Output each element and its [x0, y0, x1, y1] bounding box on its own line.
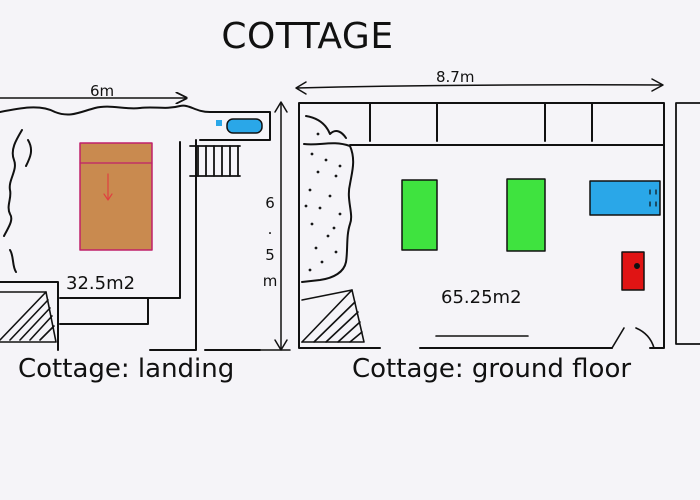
landing-plan	[0, 98, 291, 351]
ground-rough-wall	[301, 115, 355, 283]
landing-railing	[189, 145, 241, 177]
height-char: m	[262, 272, 278, 290]
ground-door	[611, 327, 655, 349]
ground-width-dimension-line	[296, 84, 663, 89]
landing-width-label: 6m	[90, 82, 115, 100]
ground-floor-caption: Cottage: ground floor	[352, 354, 632, 384]
landing-bed	[79, 142, 153, 251]
landing-rough-wall	[0, 104, 211, 273]
landing-area-label: 32.5m2	[66, 273, 136, 294]
ground-sofa	[589, 180, 661, 216]
page-title: COTTAGE	[221, 16, 394, 57]
ground-outer-walls	[298, 102, 665, 349]
height-char: 5	[265, 246, 275, 264]
ground-floor-plan	[295, 78, 700, 349]
height-char: 6	[265, 194, 275, 212]
ground-width-label: 8.7m	[436, 68, 475, 86]
ground-table-right	[506, 178, 546, 252]
ground-table-left	[401, 179, 438, 251]
ground-area-label: 65.25m2	[441, 287, 522, 308]
height-char: .	[267, 220, 273, 238]
landing-outer-wall	[0, 111, 271, 351]
ground-stairs	[301, 289, 365, 343]
landing-stairs	[0, 291, 57, 343]
landing-caption: Cottage: landing	[18, 354, 235, 384]
stone-texture-dots	[304, 132, 342, 272]
ground-stove	[621, 251, 645, 291]
ground-counters	[349, 103, 665, 146]
landing-height-label: 6 . 5 m	[262, 190, 278, 294]
landing-partition	[59, 139, 261, 351]
landing-bath	[226, 118, 263, 134]
